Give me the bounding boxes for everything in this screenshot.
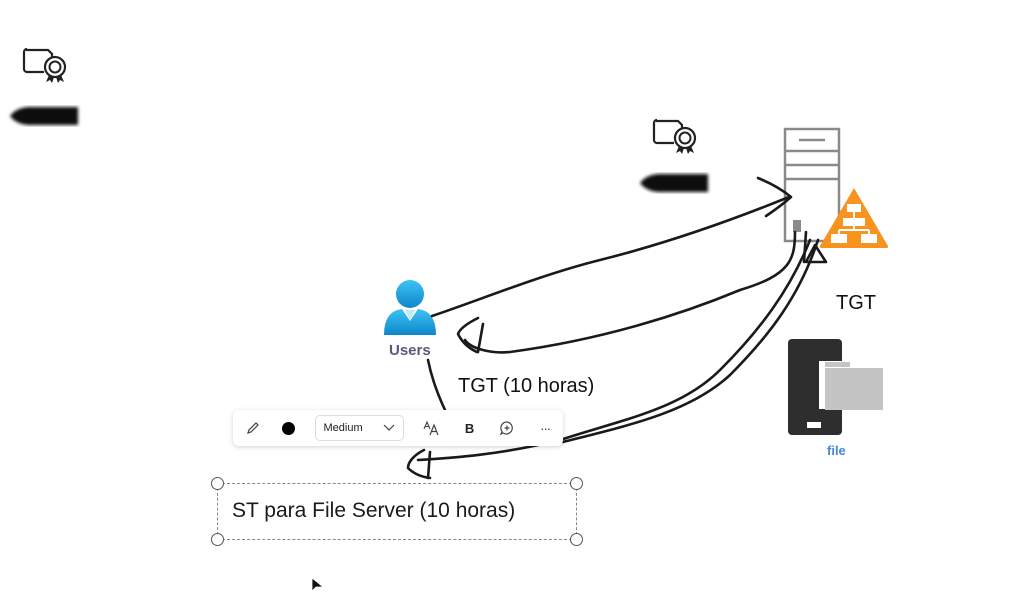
resize-handle-top-right[interactable] (570, 477, 583, 490)
users-node[interactable]: Users (380, 277, 440, 359)
right-usb-token-icon (636, 171, 712, 200)
hierarchy-warning-icon (818, 186, 890, 255)
add-comment-button[interactable] (488, 414, 528, 442)
more-options-button[interactable]: ··· (527, 414, 563, 442)
left-usb-token-icon (6, 104, 82, 133)
file-server-icon (788, 339, 887, 435)
right-certificate-icon (652, 115, 702, 160)
ink-line-users-down (426, 358, 447, 412)
resize-handle-top-left[interactable] (211, 477, 224, 490)
tgt-ten-hours-label: TGT (10 horas) (458, 375, 595, 397)
thickness-value: Medium (323, 422, 363, 434)
text-size-icon (423, 420, 439, 436)
ink-toolbar: Medium B ··· (233, 410, 563, 446)
selected-text-box[interactable]: ST para File Server (10 horas) (211, 477, 583, 546)
ink-arrowhead-server (756, 176, 793, 218)
more-label: ··· (540, 420, 551, 436)
bold-label: B (464, 420, 475, 436)
users-label: Users (389, 342, 431, 359)
mouse-cursor-icon (311, 577, 325, 598)
ink-arrowhead-ticket (406, 448, 432, 480)
resize-handle-bottom-left[interactable] (211, 533, 224, 546)
user-icon (384, 280, 436, 335)
color-button[interactable] (271, 414, 307, 442)
file-server-node[interactable]: file (787, 339, 887, 458)
text-box-content[interactable]: ST para File Server (10 horas) (232, 499, 516, 522)
left-certificate-icon (22, 44, 72, 89)
pen-button[interactable] (235, 414, 271, 442)
ink-arrow-server-to-ticket (416, 238, 812, 462)
add-comment-icon (500, 421, 514, 436)
ink-arrow-users-to-server (430, 195, 791, 318)
text-size-button[interactable] (412, 414, 452, 442)
file-label: file (827, 443, 846, 458)
tgt-label: TGT (836, 292, 876, 314)
bold-button[interactable]: B (452, 414, 488, 442)
resize-handle-bottom-right[interactable] (570, 533, 583, 546)
chevron-down-icon (383, 424, 395, 431)
color-dot-icon (282, 421, 296, 435)
ink-arrow-server-to-users (463, 230, 797, 354)
server-tower-icon (783, 127, 841, 250)
thickness-dropdown[interactable]: Medium (314, 415, 405, 441)
ink-line-server-down (802, 230, 808, 264)
ink-arrow-server-to-ticket-return (561, 238, 820, 444)
pencil-icon (246, 422, 259, 434)
ink-arrowhead-users (456, 316, 485, 354)
ink-triangle-arrowhead (804, 243, 828, 264)
